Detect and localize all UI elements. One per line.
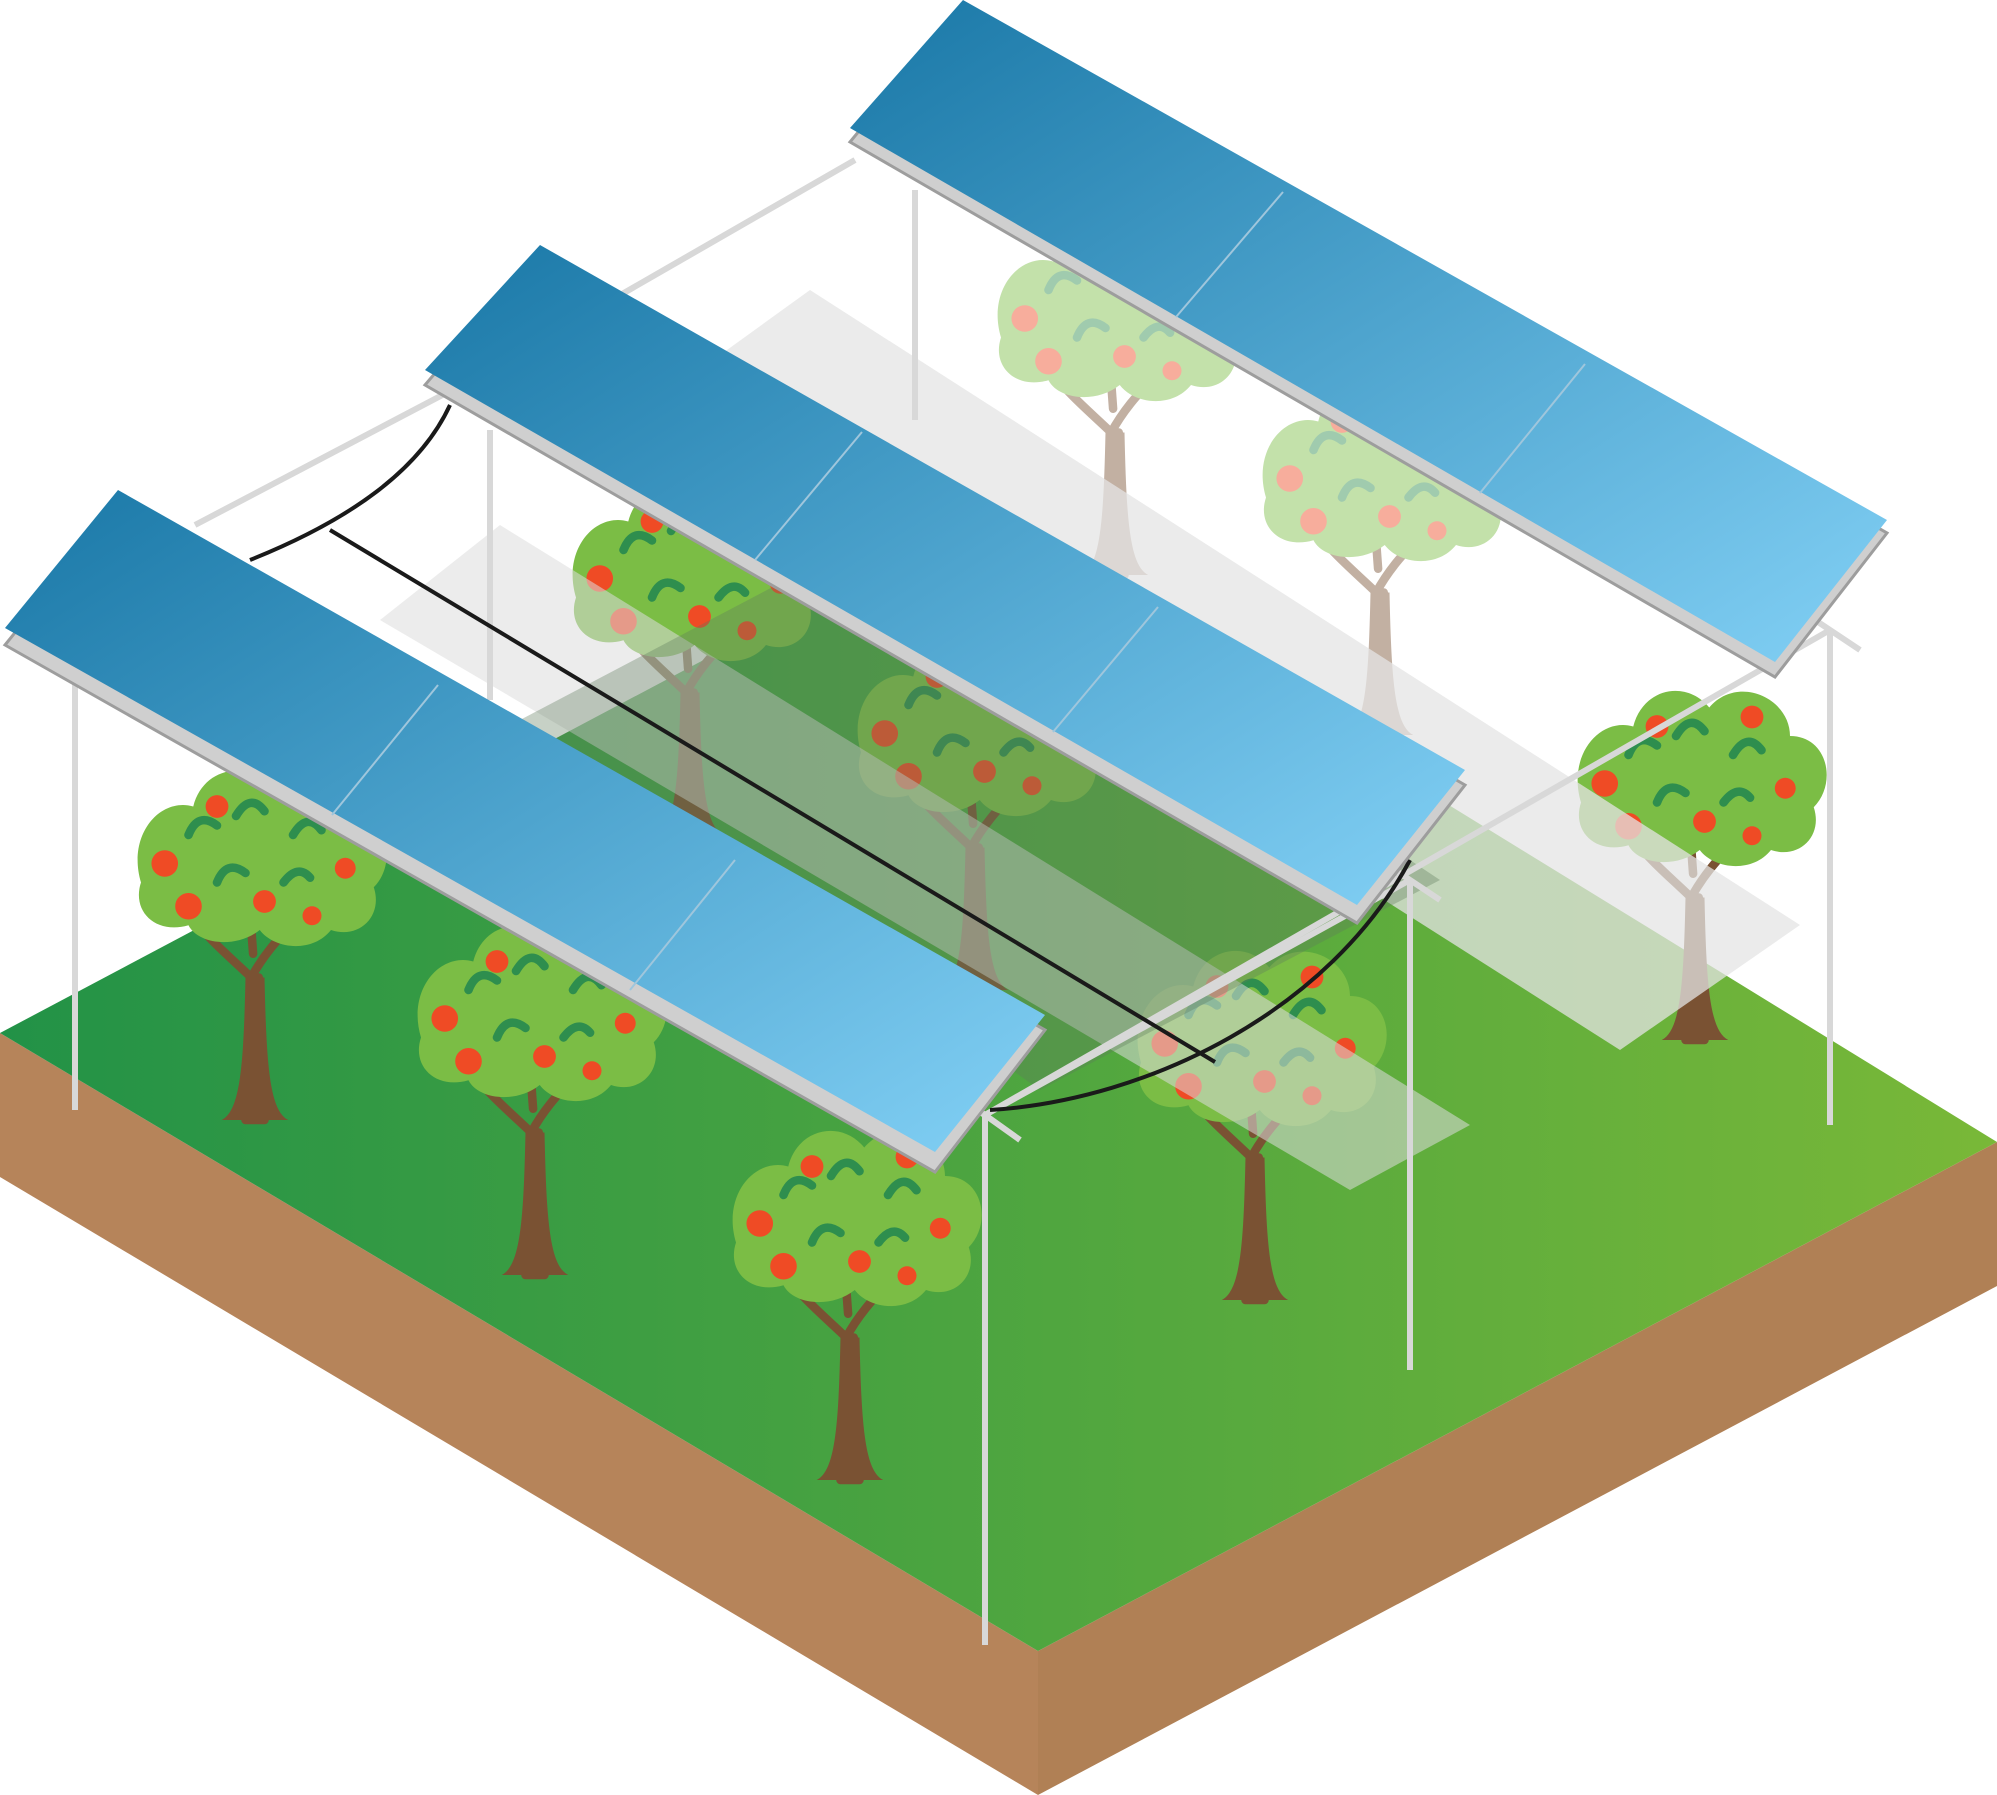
crossbeam-back xyxy=(983,627,1832,1118)
row-back-panel xyxy=(850,0,1887,662)
row-middle-seam-2 xyxy=(1052,606,1159,733)
row-back-seam-1 xyxy=(1175,191,1284,318)
row-middle-panel xyxy=(425,245,1465,905)
row-front-seam-1 xyxy=(331,684,439,816)
row-back-seam-2 xyxy=(1479,363,1586,494)
solar-row-back xyxy=(847,0,1890,679)
soil-side-left xyxy=(0,1033,1038,1795)
row-middle-seam-1 xyxy=(754,431,863,561)
row-front-panel xyxy=(5,490,1045,1152)
solar-row-front xyxy=(2,490,1048,1174)
shade-floor xyxy=(520,520,1440,1090)
cable-3 xyxy=(989,859,1412,1112)
cable-1 xyxy=(249,404,452,562)
solar-row-middle xyxy=(422,245,1468,925)
cables xyxy=(249,404,1412,1112)
cable-2 xyxy=(328,528,1217,1064)
soil-side-right xyxy=(1038,1142,1997,1795)
row-front-seam-2 xyxy=(629,859,736,991)
shade-band-mid xyxy=(380,525,1470,1190)
